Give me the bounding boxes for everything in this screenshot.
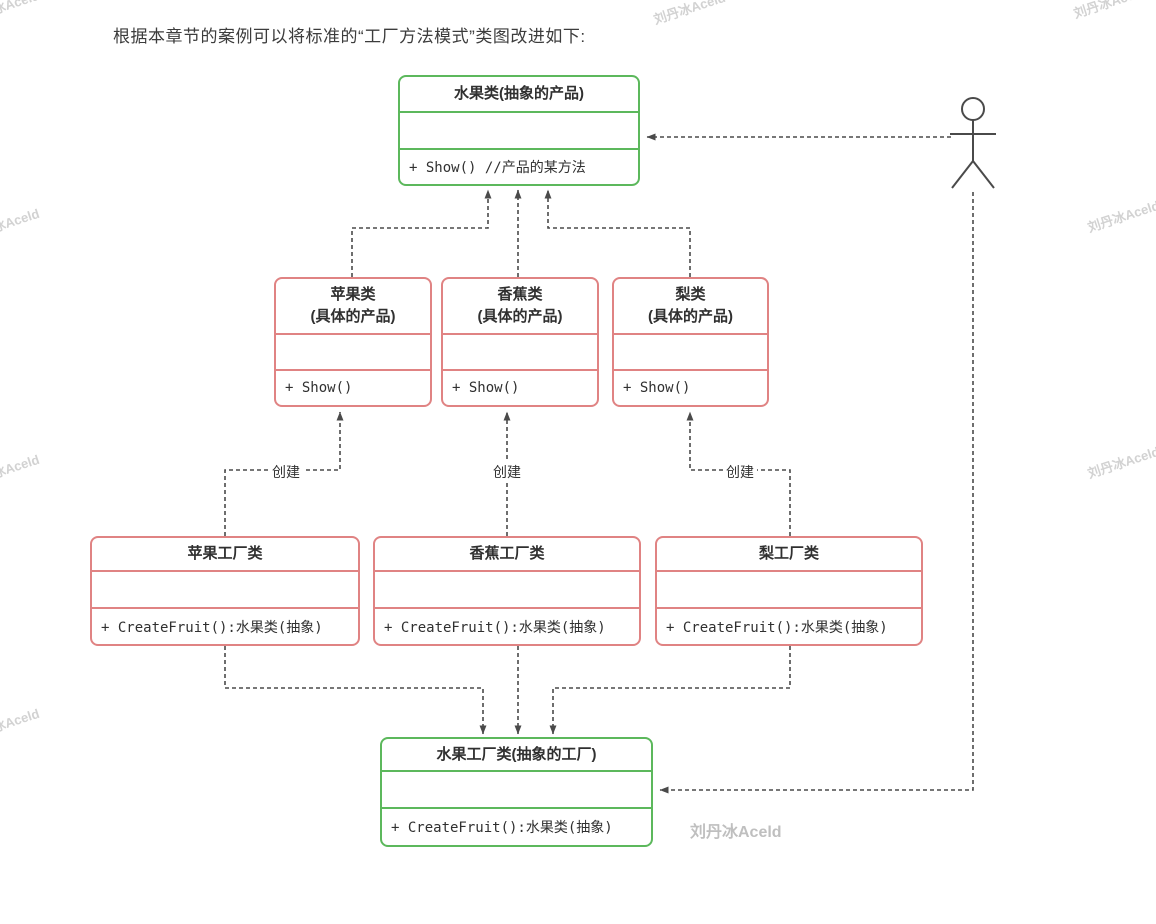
edge-label-create-banana: 创建 <box>490 462 524 482</box>
class-banana-factory-title: 香蕉工厂类 <box>375 538 639 572</box>
watermark: 刘丹冰Aceld <box>1085 443 1156 482</box>
method-text: + Show() <box>623 380 691 396</box>
class-banana-factory-attrs <box>375 572 639 609</box>
class-pear-product-methods: + Show() <box>614 371 767 405</box>
class-banana-product: 香蕉类 (具体的产品) + Show() <box>441 277 599 407</box>
class-abstract-factory-attrs <box>382 772 651 809</box>
edge-label-create-pear: 创建 <box>723 462 757 482</box>
class-abstract-product: 水果类(抽象的产品) + Show() //产品的某方法 <box>398 75 640 186</box>
watermark: 刘丹冰Aceld <box>0 451 42 490</box>
method-text: + CreateFruit():水果类(抽象) <box>666 619 888 636</box>
edge-label-create-apple: 创建 <box>269 462 303 482</box>
class-subtitle: (具体的产品) <box>477 308 563 325</box>
class-pear-product-attrs <box>614 335 767 371</box>
class-abstract-product-title: 水果类(抽象的产品) <box>400 77 638 113</box>
watermark: 刘丹冰Aceld <box>0 205 42 244</box>
realization-arrow-apple-factory <box>224 646 487 735</box>
method-text: + CreateFruit():水果类(抽象) <box>384 619 606 636</box>
class-apple-product: 苹果类 (具体的产品) + Show() <box>274 277 432 407</box>
class-pear-factory: 梨工厂类 + CreateFruit():水果类(抽象) <box>655 536 923 646</box>
class-abstract-factory: 水果工厂类(抽象的工厂) + CreateFruit():水果类(抽象) <box>380 737 653 847</box>
class-banana-product-attrs <box>443 335 597 371</box>
class-name: 梨工厂类 <box>758 545 819 563</box>
class-subtitle: (具体的产品) <box>310 308 396 325</box>
class-abstract-factory-title: 水果工厂类(抽象的工厂) <box>382 739 651 772</box>
class-apple-factory: 苹果工厂类 + CreateFruit():水果类(抽象) <box>90 536 360 646</box>
class-apple-factory-methods: + CreateFruit():水果类(抽象) <box>92 609 358 644</box>
watermark: 刘丹冰Aceld <box>1071 0 1148 22</box>
realization-arrow-pear <box>544 189 691 277</box>
method-text: + CreateFruit():水果类(抽象) <box>101 619 323 636</box>
class-name: 梨类 <box>675 286 706 304</box>
method-text: + Show() <box>452 380 520 396</box>
class-name: 苹果类 <box>330 286 376 304</box>
class-apple-product-title: 苹果类 (具体的产品) <box>276 279 430 335</box>
method-text: + CreateFruit():水果类(抽象) <box>391 820 613 836</box>
class-banana-factory: 香蕉工厂类 + CreateFruit():水果类(抽象) <box>373 536 641 646</box>
class-name: 水果类(抽象的产品) <box>454 85 584 103</box>
class-pear-product: 梨类 (具体的产品) + Show() <box>612 277 769 407</box>
class-banana-product-title: 香蕉类 (具体的产品) <box>443 279 597 335</box>
class-pear-factory-attrs <box>657 572 921 609</box>
realization-arrow-apple <box>351 189 492 277</box>
class-name: 水果工厂类(抽象的工厂) <box>436 745 597 763</box>
class-name: 香蕉工厂类 <box>469 545 545 563</box>
class-abstract-factory-methods: + CreateFruit():水果类(抽象) <box>382 809 651 845</box>
class-name: 香蕉类 <box>497 286 543 304</box>
actor-icon <box>950 97 996 189</box>
class-abstract-product-attrs <box>400 113 638 150</box>
class-banana-product-methods: + Show() <box>443 371 597 405</box>
method-text: + Show() //产品的某方法 <box>409 160 586 176</box>
class-banana-factory-methods: + CreateFruit():水果类(抽象) <box>375 609 639 644</box>
watermark: 刘丹冰Aceld <box>690 824 782 841</box>
class-abstract-product-methods: + Show() //产品的某方法 <box>400 150 638 184</box>
watermark: 刘丹冰Aceld <box>651 0 728 28</box>
class-pear-product-title: 梨类 (具体的产品) <box>614 279 767 335</box>
class-apple-factory-title: 苹果工厂类 <box>92 538 358 572</box>
watermark: 刘丹冰Aceld <box>1085 197 1156 236</box>
page-title: 根据本章节的案例可以将标准的“工厂方法模式”类图改进如下: <box>113 27 586 46</box>
realization-arrow-pear-factory <box>549 646 791 735</box>
class-pear-factory-methods: + CreateFruit():水果类(抽象) <box>657 609 921 644</box>
class-subtitle: (具体的产品) <box>648 308 733 325</box>
class-apple-factory-attrs <box>92 572 358 609</box>
method-text: + Show() <box>285 380 353 396</box>
watermark: 刘丹冰Aceld <box>0 705 42 744</box>
class-apple-product-attrs <box>276 335 430 371</box>
class-pear-factory-title: 梨工厂类 <box>657 538 921 572</box>
class-name: 苹果工厂类 <box>187 545 263 563</box>
class-apple-product-methods: + Show() <box>276 371 430 405</box>
watermark: 刘丹冰Aceld <box>0 0 42 26</box>
